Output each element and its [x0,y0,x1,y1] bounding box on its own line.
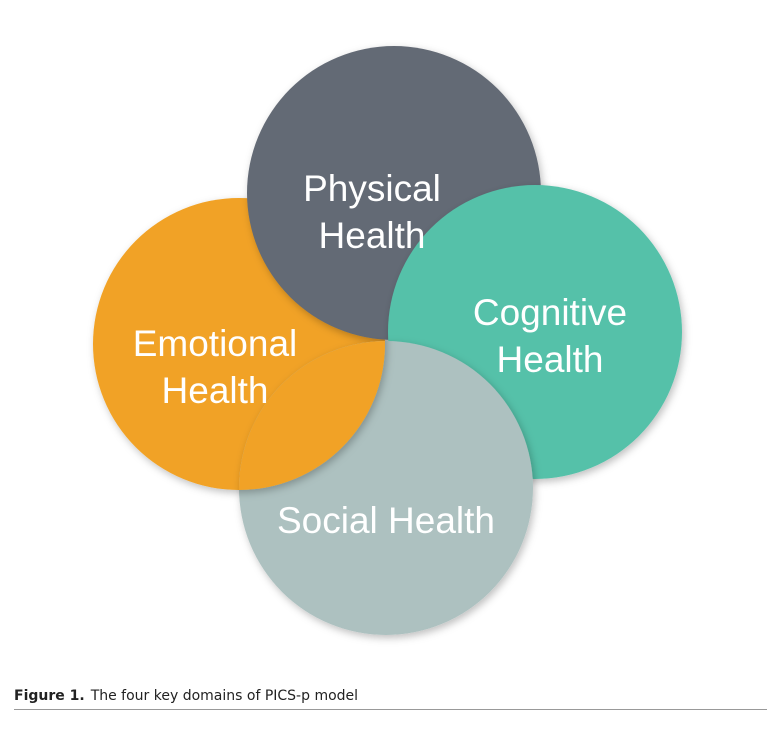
caption-label: Figure 1. [14,688,85,704]
cognitive-label-line2: Health [497,339,604,380]
cognitive-label-line1: Cognitive [473,292,627,333]
figure-caption: Figure 1. The four key domains of PICS-p … [14,688,358,704]
caption-text: The four key domains of PICS-p model [90,688,359,704]
emotional-circle-overlap [239,341,385,490]
caption-rule [14,709,767,710]
social-label: Social Health [277,500,495,541]
physical-label-line2: Health [319,215,426,256]
emotional-label-line2: Health [162,370,269,411]
emotional-label-line1: Emotional [133,323,298,364]
physical-label-line1: Physical [303,168,441,209]
